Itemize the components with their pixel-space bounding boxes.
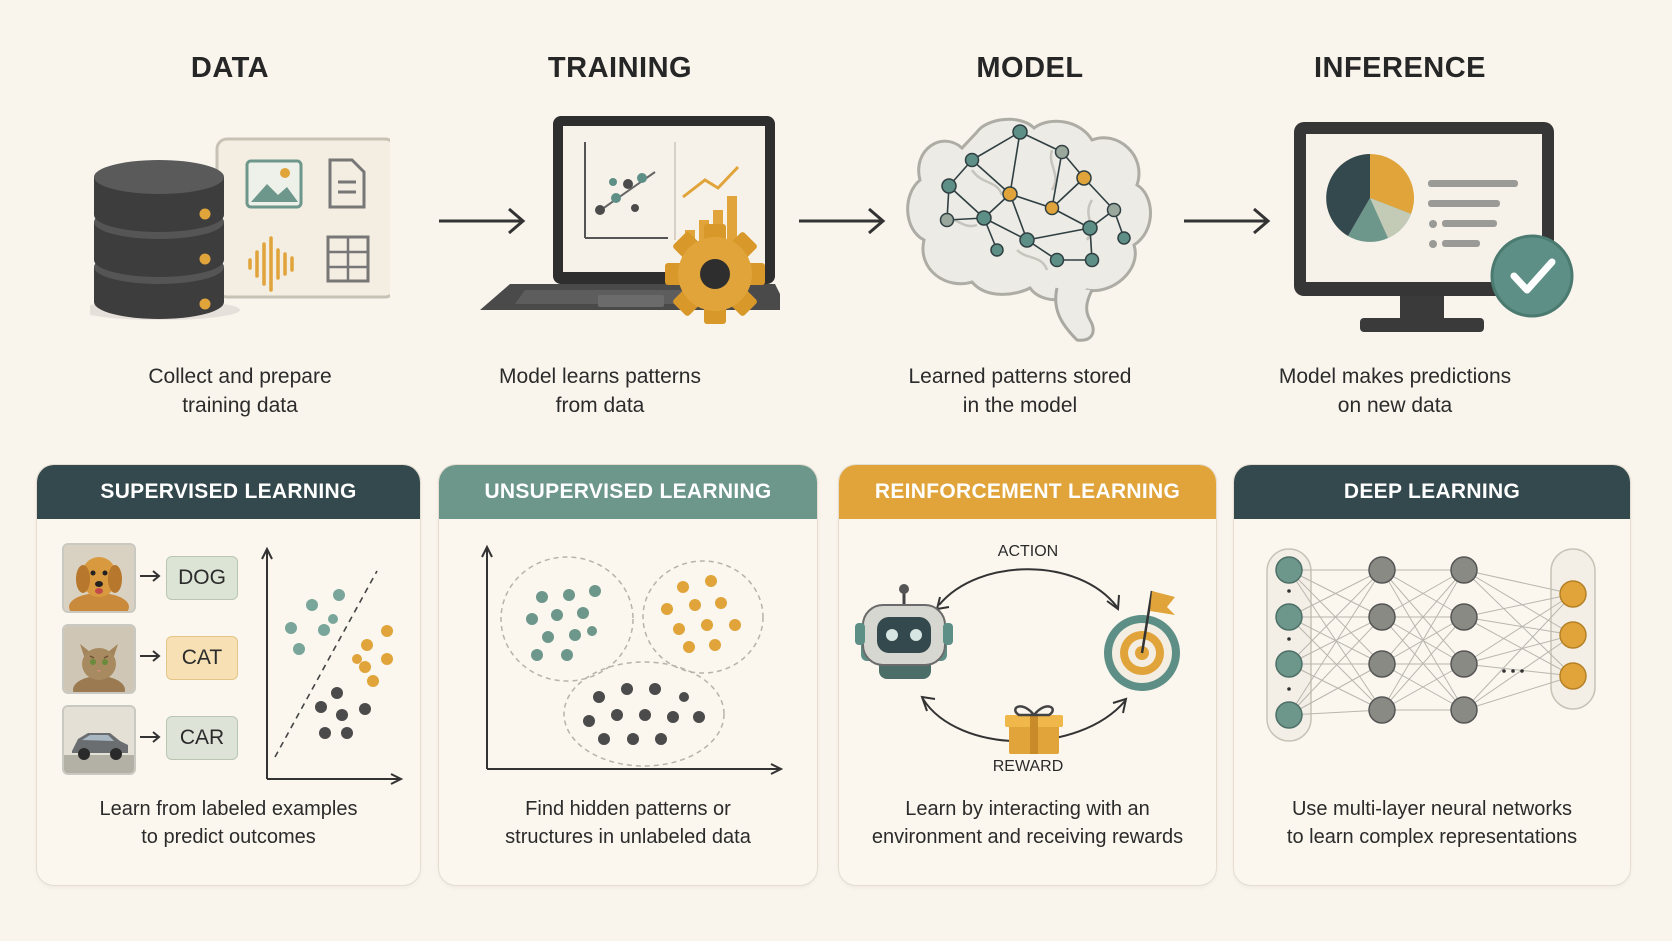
network-connection: [1463, 634, 1574, 665]
network-connection: [1288, 663, 1383, 716]
label-cat: CAT: [166, 636, 238, 680]
classification-scatter-plot: [261, 546, 404, 785]
network-connection: [1463, 663, 1574, 677]
arrow-right-icon: [439, 207, 526, 235]
network-connection: [1288, 709, 1383, 716]
network-connection: [1381, 616, 1465, 711]
stage-desc-line: Model learns patterns: [499, 365, 701, 388]
card-desc-line: Find hidden patterns or: [525, 798, 731, 820]
card-title: DEEP LEARNING: [1234, 465, 1630, 519]
card-desc-line: Use multi-layer neural networks: [1291, 798, 1573, 820]
stage-desc-line: Model makes predictions: [1278, 365, 1512, 388]
stage-desc-line: in the model: [962, 394, 1078, 417]
card-desc-line: environment and receiving rewards: [871, 826, 1184, 848]
stage-desc-line: training data: [182, 394, 298, 417]
card-desc-line: to predict outcomes: [141, 826, 316, 848]
network-connection: [1463, 569, 1574, 595]
reward-label: REWARD: [993, 758, 1064, 775]
stage-desc-line: Collect and prepare: [148, 365, 332, 388]
card-title: REINFORCEMENT LEARNING: [839, 465, 1216, 519]
label-dog: DOG: [166, 556, 238, 600]
stage-desc-line: on new data: [1337, 394, 1453, 417]
card-desc-line: Learn by interacting with an: [905, 798, 1150, 820]
card-reinforcement-learning: REINFORCEMENT LEARNING ACTION REWARD: [838, 464, 1217, 886]
card-title: SUPERVISED LEARNING: [37, 465, 420, 519]
card-supervised-learning: SUPERVISED LEARNING: [36, 464, 421, 886]
network-connection: [1381, 569, 1465, 618]
network-connection: [1288, 569, 1383, 716]
card-deep-learning: DEEP LEARNING Use multi-layer neural net…: [1233, 464, 1631, 886]
label-car: CAR: [166, 716, 238, 760]
stage-title: MODEL: [976, 52, 1084, 84]
network-connection: [1463, 593, 1574, 711]
arrow-right-icon: [1184, 207, 1271, 235]
card-desc-line: to learn complex representations: [1286, 826, 1578, 848]
card-title: UNSUPERVISED LEARNING: [439, 465, 817, 519]
network-connection: [1381, 569, 1465, 665]
stage-title: TRAINING: [547, 52, 693, 84]
action-label: ACTION: [998, 543, 1058, 560]
network-connection: [1288, 663, 1383, 711]
network-connection: [1288, 569, 1383, 618]
robot-icon: [855, 584, 953, 679]
network-connection: [1463, 593, 1574, 665]
clustering-scatter-plot: [481, 544, 784, 775]
agent-environment-loop: ACTION REWARD: [855, 543, 1180, 775]
network-connection: [1381, 663, 1465, 711]
network-connection: [1288, 569, 1383, 665]
monitor-pie-chart-icon: [1294, 122, 1574, 332]
network-connection: [1463, 616, 1574, 677]
neural-network-diagram: [1266, 548, 1596, 742]
network-connection: [1288, 616, 1383, 716]
cat-photo-icon: [62, 624, 136, 694]
stage-desc-line: Learned patterns stored: [908, 365, 1132, 388]
network-connection: [1463, 634, 1574, 711]
target-icon: [1104, 590, 1180, 691]
supervised-arrows: [140, 570, 161, 743]
stage-title: DATA: [190, 52, 270, 84]
card-desc-line: structures in unlabeled data: [505, 826, 751, 848]
arrow-right-icon: [799, 207, 886, 235]
dog-photo-icon: [62, 543, 136, 613]
brain-network-icon: [906, 117, 1152, 342]
stage-desc-line: from data: [555, 394, 645, 417]
network-connection: [1463, 593, 1574, 618]
card-desc-line: Learn from labeled examples: [99, 798, 358, 820]
network-connection: [1463, 675, 1574, 711]
network-connection: [1381, 569, 1465, 711]
database-files-icon: [90, 137, 390, 320]
gift-icon: [1005, 705, 1063, 754]
laptop-gear-icon: [480, 116, 780, 324]
stage-title: INFERENCE: [1313, 52, 1487, 84]
network-connection: [1463, 569, 1574, 636]
network-connection: [1463, 569, 1574, 677]
car-photo-icon: [62, 705, 136, 775]
network-connection: [1288, 616, 1383, 665]
card-unsupervised-learning: UNSUPERVISED LEARNING: [438, 464, 818, 886]
network-connection: [1463, 616, 1574, 636]
